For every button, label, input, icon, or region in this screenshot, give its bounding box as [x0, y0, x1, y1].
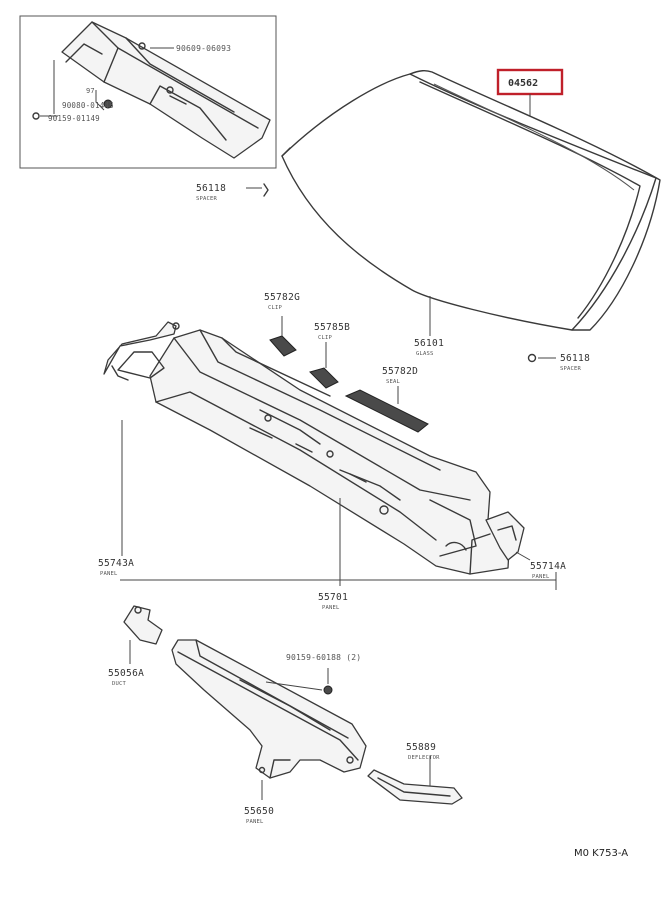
bolt-lower-label: 90159-60188 (2)	[286, 653, 361, 662]
inset-marker-label: 97	[86, 87, 95, 95]
spacer-right-label: 56118	[560, 353, 590, 364]
inset-nut-label: 90080-01445	[62, 101, 114, 110]
clip-a-part	[269, 316, 297, 357]
side-bracket-left-desc: PANEL	[100, 571, 118, 577]
inset-bolt-label: 90159-01149	[48, 114, 100, 123]
bolt-lower-part	[265, 668, 333, 695]
seal-part	[344, 386, 429, 433]
figure-reference: M0 K753-A	[574, 848, 628, 859]
side-bracket-right-label: 55714A	[530, 561, 566, 572]
windshield-glass-desc: GLASS	[416, 351, 434, 357]
side-bracket-left-label: 55743A	[98, 558, 134, 569]
side-bracket-right-desc: PANEL	[532, 574, 550, 580]
seal-label: 55782D	[382, 366, 418, 377]
rain-deflector-part	[367, 756, 463, 805]
spacer-left-desc: SPACER	[196, 196, 218, 202]
cowl-panel-label: 55701	[318, 592, 348, 603]
spacer-left-label: 56118	[196, 183, 226, 194]
highlighted-part-label: 04562	[508, 78, 538, 89]
clip-a-desc: CLIP	[268, 305, 283, 311]
seal-desc: SEAL	[386, 379, 401, 385]
inset-clip-label: 90609-06093	[176, 44, 231, 53]
cowl-top-lower-desc: PANEL	[246, 819, 264, 825]
side-bracket-left	[103, 321, 180, 381]
cowl-panel-desc: PANEL	[322, 605, 340, 611]
side-bracket-right	[485, 511, 525, 561]
inset-detail	[19, 15, 277, 169]
cowl-panel	[149, 329, 511, 575]
rain-deflector-desc: DEFLECTOR	[408, 755, 440, 761]
windshield-glass-label: 56101	[414, 338, 444, 349]
lower-bracket-desc: DUCT	[112, 681, 127, 687]
cowl-top-lower-part	[171, 639, 367, 800]
windshield-glass	[281, 69, 661, 331]
lower-bracket-label: 55056A	[108, 668, 144, 679]
lower-bracket-part	[123, 605, 163, 664]
spacer-right-desc: SPACER	[560, 366, 582, 372]
rain-deflector-label: 55889	[406, 742, 436, 753]
clip-b-part	[309, 342, 339, 389]
cowl-top-lower-label: 55650	[244, 806, 274, 817]
clip-a-label: 55782G	[264, 292, 300, 303]
clip-b-desc: CLIP	[318, 335, 333, 341]
clip-b-label: 55785B	[314, 322, 350, 333]
